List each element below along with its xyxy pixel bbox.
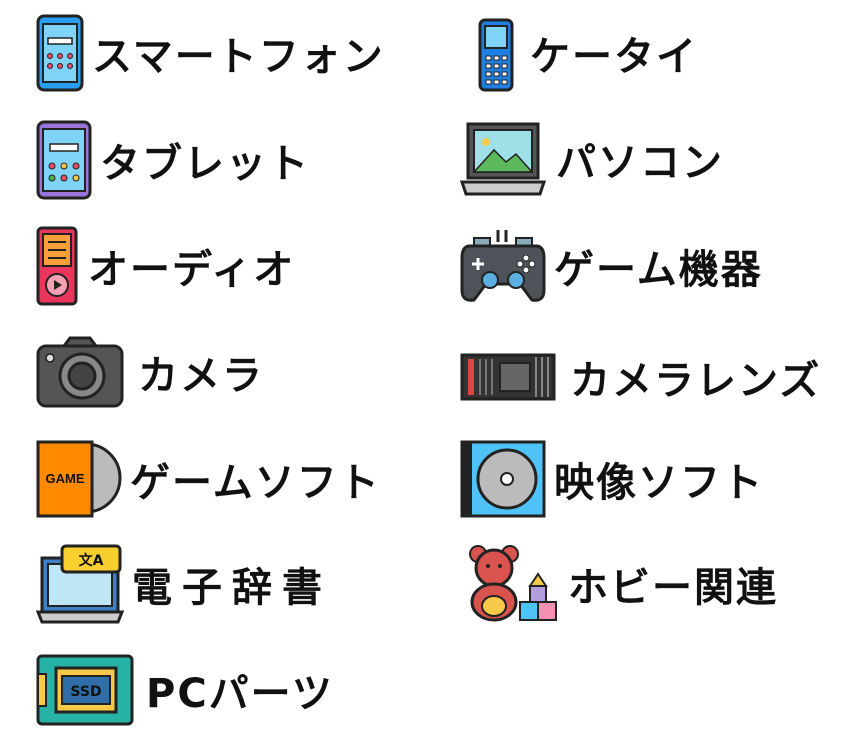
category-label: スマートフォン (92, 34, 385, 80)
category-label: ゲームソフト (130, 460, 381, 506)
category-video-software[interactable]: 映像ソフト (460, 440, 764, 518)
category-pc-parts[interactable]: SSD PCパーツ (36, 654, 334, 726)
feature-phone-icon (478, 18, 514, 92)
category-hobby[interactable]: ホビー関連 (460, 544, 778, 624)
camera-icon (36, 336, 124, 408)
category-label: オーディオ (88, 247, 296, 293)
game-controller-icon (460, 230, 546, 302)
audio-player-icon (36, 226, 78, 306)
category-game-software[interactable]: GAME ゲームソフト (36, 440, 381, 518)
video-disc-icon (460, 440, 546, 518)
game-software-icon: GAME (36, 440, 122, 518)
category-smartphone[interactable]: スマートフォン (36, 14, 385, 92)
category-label: 映像ソフト (554, 460, 764, 506)
dictionary-icon-text: 文A (79, 552, 104, 569)
hobby-toy-icon (469, 545, 557, 622)
category-feature-phone[interactable]: ケータイ (476, 14, 698, 92)
smartphone-icon (36, 14, 84, 92)
category-label: ホビー関連 (568, 565, 778, 611)
category-camera-lens[interactable]: カメラレンズ (460, 348, 821, 406)
category-audio[interactable]: オーディオ (36, 226, 295, 306)
category-pc[interactable]: パソコン (460, 120, 724, 198)
category-tablet[interactable]: タブレット (36, 120, 310, 200)
category-camera[interactable]: カメラ (36, 334, 264, 410)
category-label: ゲーム機器 (554, 247, 763, 293)
category-label: パソコン (556, 140, 724, 186)
category-label: カメラレンズ (570, 358, 822, 404)
category-electronic-dictionary[interactable]: 文A 電子辞書 (36, 544, 332, 624)
category-game-console[interactable]: ゲーム機器 (460, 228, 763, 304)
laptop-icon (460, 122, 546, 196)
category-label: ケータイ (530, 34, 698, 80)
category-label: PCパーツ (146, 671, 334, 717)
category-label: カメラ (138, 353, 264, 399)
ssd-icon-text: SSD (70, 684, 101, 700)
category-label: タブレット (100, 141, 310, 187)
category-label: 電子辞書 (132, 565, 332, 611)
game-icon-text: GAME (46, 471, 85, 486)
ssd-icon: SSD (36, 654, 134, 726)
electronic-dictionary-icon: 文A (36, 544, 125, 624)
tablet-icon (36, 120, 92, 200)
camera-lens-icon (460, 353, 556, 401)
